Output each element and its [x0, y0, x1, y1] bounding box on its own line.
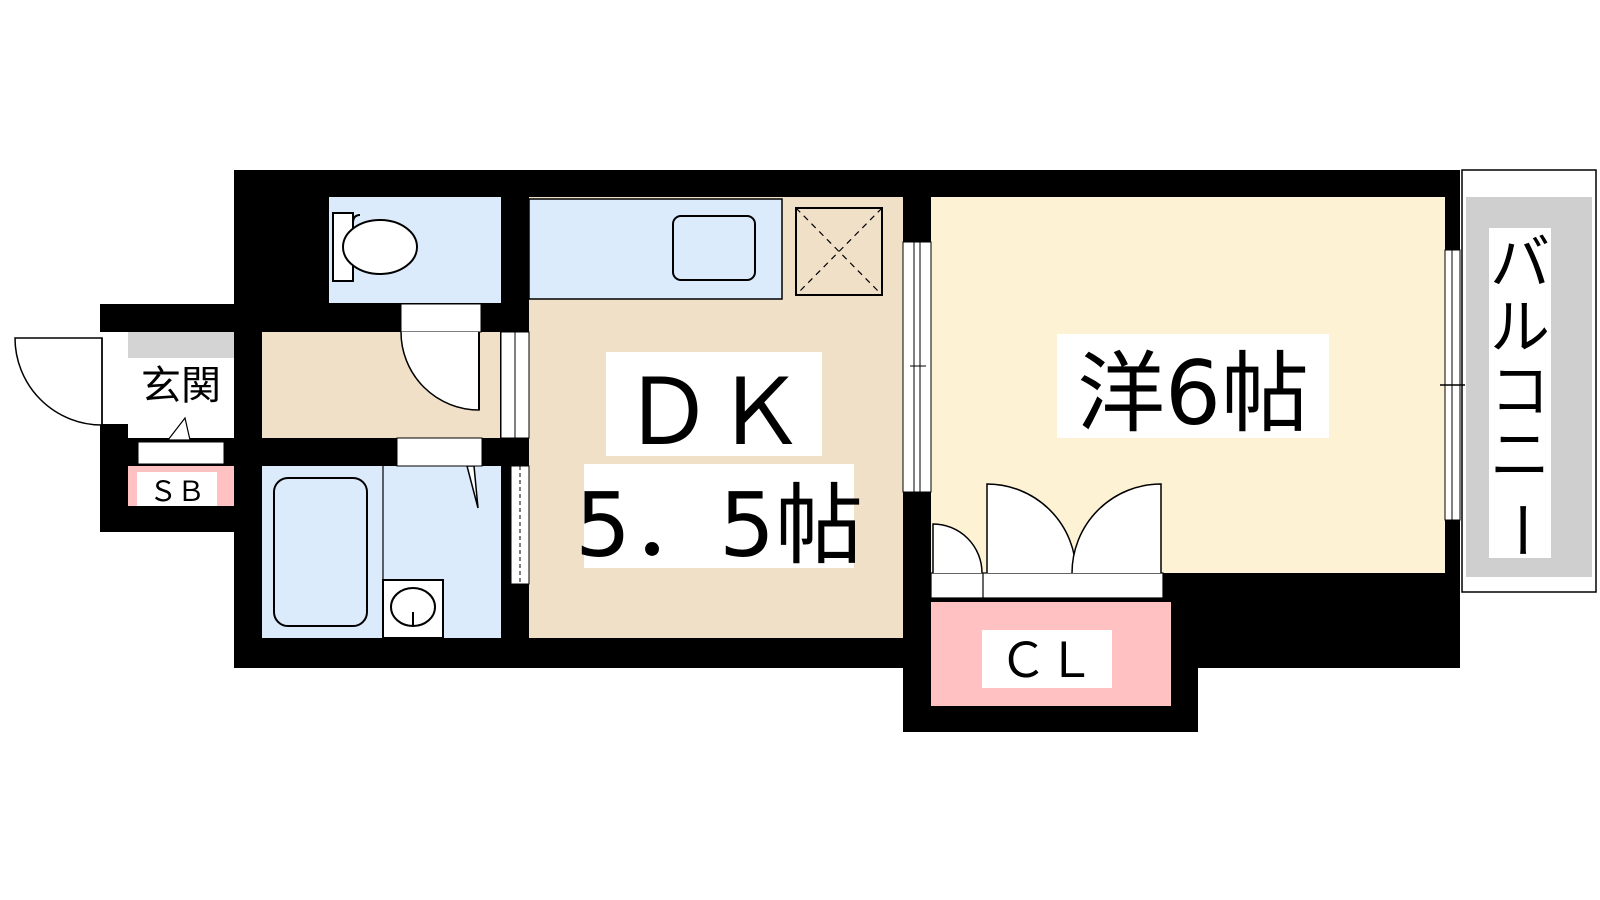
- western-label: 洋6帖: [1077, 342, 1309, 445]
- balcony-label-char: コ: [1490, 357, 1550, 427]
- kitchen-counter: [528, 198, 783, 300]
- washbasin-icon: [382, 579, 444, 639]
- toilet-bowl: [342, 219, 418, 275]
- entrance-door-swing: [14, 337, 103, 426]
- closet-door-opening: [930, 572, 1164, 599]
- dk-label-line2: 5．5帖: [575, 474, 863, 577]
- fridge-space-diagonal: [795, 207, 883, 296]
- bathtub-icon: [273, 477, 368, 627]
- room-labels: 玄関 ＳＢ ＤＫ 5．5帖 洋6帖 ＣＬ バ ル コ ニ ー: [130, 228, 1555, 689]
- closet-label: ＣＬ: [999, 633, 1095, 689]
- balcony-label-bg: [1489, 228, 1551, 558]
- shoe-box-label: ＳＢ: [149, 475, 205, 508]
- closet-label-bg: [982, 630, 1112, 688]
- closet-door-swing-small: [932, 523, 983, 574]
- fixtures: [273, 207, 883, 639]
- balcony-label-char: ル: [1490, 293, 1550, 363]
- dk-label-line1: ＤＫ: [622, 359, 806, 466]
- entrance-door-frame: [100, 332, 128, 424]
- genkan-label-bg: [130, 360, 232, 408]
- genkan-label: 玄関: [141, 363, 221, 409]
- balcony-label-char: ニ: [1490, 421, 1550, 491]
- bathroom-door-opening: [396, 437, 483, 467]
- shoe-box-label-bg: [137, 472, 217, 506]
- kitchen-sink-icon: [672, 215, 756, 281]
- shoe-box-door: [137, 441, 225, 465]
- entrance-step-mark: [166, 416, 191, 441]
- toilet-door-swing: [400, 331, 480, 411]
- entrance-step: [128, 332, 234, 358]
- closet-door-swing-right: [1071, 483, 1162, 574]
- dk-label-bg: [606, 352, 822, 456]
- balcony-label-char: ー: [1485, 500, 1555, 560]
- dk-size-label-bg: [584, 464, 854, 568]
- balcony-label-char: バ: [1490, 229, 1550, 299]
- doors: [14, 241, 1465, 599]
- dk-western-sliding-door: [902, 241, 932, 493]
- fridge-space: [795, 207, 883, 296]
- toilet-door-opening: [400, 303, 482, 333]
- bathroom: [262, 466, 501, 638]
- western-label-bg: [1057, 334, 1329, 438]
- fridge-space-diagonal: [795, 207, 883, 296]
